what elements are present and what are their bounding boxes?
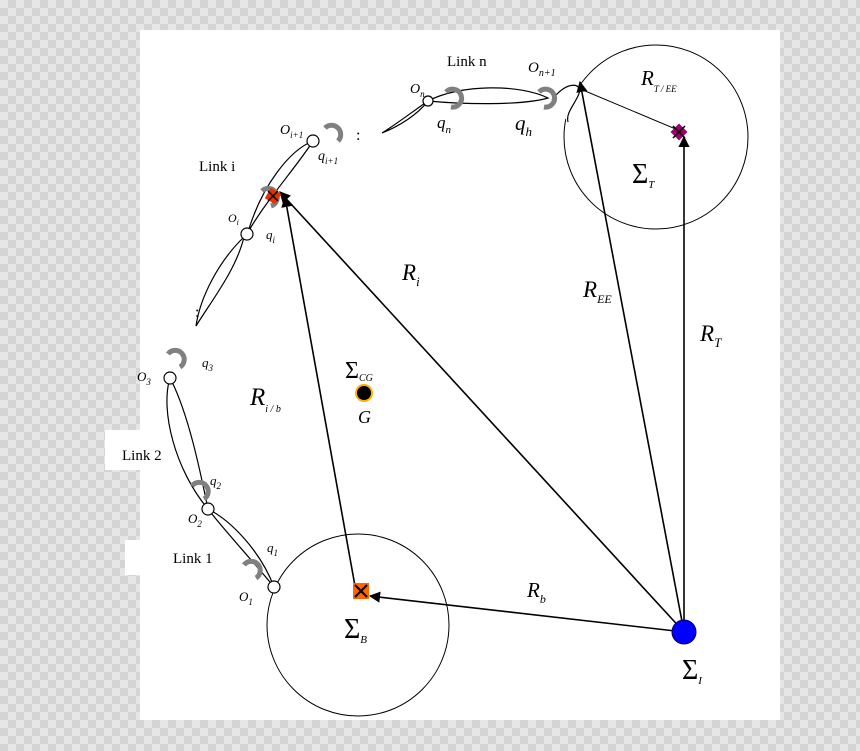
label-R-EE: REE xyxy=(582,277,612,306)
joint-rotor-i1 xyxy=(323,122,344,143)
label-q-3: q3 xyxy=(202,355,214,373)
link-i-lower xyxy=(195,235,246,327)
label-q-1: q1 xyxy=(267,540,278,558)
joint-O-n xyxy=(422,95,434,107)
vector-R-i xyxy=(279,191,685,633)
inertial-origin-marker xyxy=(671,619,697,645)
point-markers xyxy=(264,123,697,645)
joint-labels: qn qh qi+1 qi q3 q2 q1 xyxy=(202,111,532,558)
label-link-2: Link 2 xyxy=(122,448,162,464)
label-q-2: q2 xyxy=(210,473,222,491)
joint-rotor-2 xyxy=(189,479,211,502)
ellipsis-upper: : xyxy=(356,127,360,144)
label-R-i: Ri xyxy=(401,260,420,289)
target-body xyxy=(563,44,749,230)
cg-point-marker xyxy=(355,384,373,402)
label-frame-T: ΣT xyxy=(632,159,655,191)
label-frame-I: ΣI xyxy=(682,655,703,687)
joint-rotor-1 xyxy=(241,558,263,581)
label-R-T: RT xyxy=(699,321,722,350)
vector-R-i-b xyxy=(281,195,356,587)
label-link-1: Link 1 xyxy=(173,551,213,567)
vector-labels: RT / EE REE RT Ri Ri / b Rb xyxy=(249,66,722,606)
label-O-n1: On+1 xyxy=(528,60,556,79)
node-labels: On+1 On Oi+1 Oi O3 O2 O1 xyxy=(137,60,556,607)
label-frame-CG: ΣCG xyxy=(345,358,373,384)
label-O-3: O3 xyxy=(137,369,151,387)
joint-nodes xyxy=(163,95,434,594)
label-R-b: Rb xyxy=(526,578,546,606)
label-q-i: qi xyxy=(266,227,276,245)
label-O-2: O2 xyxy=(188,511,202,529)
label-q-h: qh xyxy=(515,111,532,139)
vector-R-EE xyxy=(576,80,685,633)
label-frame-B: ΣB xyxy=(344,614,367,646)
joint-O-i1 xyxy=(306,134,320,148)
joint-O-2 xyxy=(201,502,215,516)
label-q-n: qn xyxy=(437,113,452,136)
frame-labels: ΣT ΣB ΣI ΣCG G xyxy=(344,159,703,687)
joint-rotor-n xyxy=(444,86,465,110)
position-vectors xyxy=(279,80,690,633)
base-point-cross xyxy=(354,584,368,598)
label-R-i-b: Ri / b xyxy=(249,384,281,415)
end-effector-target-line xyxy=(577,87,679,131)
joint-O-i xyxy=(240,227,254,241)
joint-O-3 xyxy=(163,371,177,385)
label-O-i1: Oi+1 xyxy=(280,123,303,140)
link-n-1 xyxy=(381,100,429,134)
label-G: G xyxy=(358,407,371,427)
label-O-n: On xyxy=(410,82,425,99)
white-backdrop xyxy=(105,30,780,720)
label-O-1: O1 xyxy=(239,589,253,607)
joint-rotor-h xyxy=(537,86,558,110)
target-point-cross xyxy=(672,125,686,139)
base-body xyxy=(266,533,450,717)
label-link-i: Link i xyxy=(199,159,235,175)
label-q-i1: qi+1 xyxy=(318,149,338,166)
link-i-point-cross xyxy=(267,190,279,202)
end-effector xyxy=(551,84,581,123)
link-labels: Link n Link i Link 2 Link 1 xyxy=(122,54,487,567)
vector-R-b xyxy=(368,591,685,633)
ellipsis-lower: : xyxy=(195,304,199,321)
joint-O-1 xyxy=(267,580,281,594)
label-link-n: Link n xyxy=(447,54,487,70)
label-R-T-EE: RT / EE xyxy=(640,66,677,94)
joint-rotor-3 xyxy=(165,347,187,370)
label-O-i: Oi xyxy=(228,211,239,227)
